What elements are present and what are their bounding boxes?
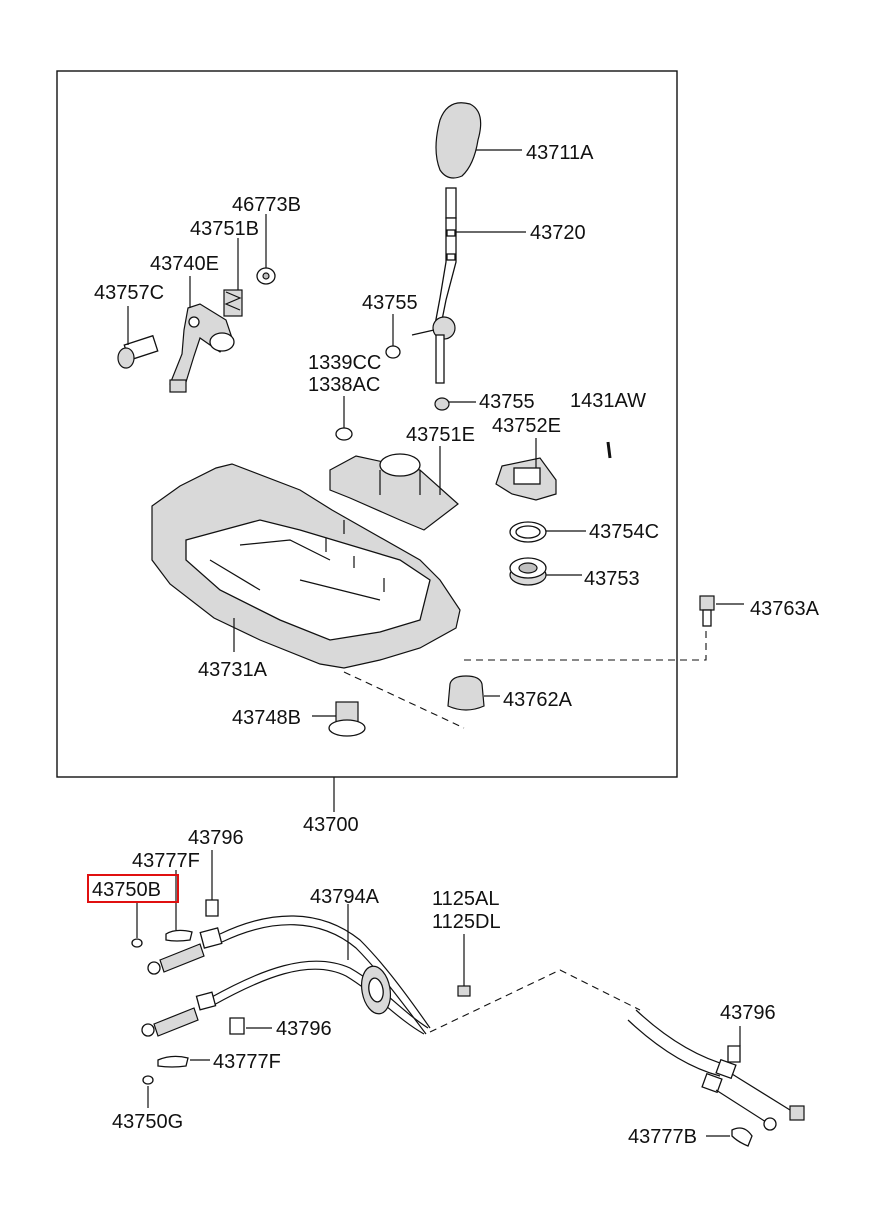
label-43796-middle[interactable]: 43796	[276, 1018, 332, 1040]
detent-spring-drawing	[223, 238, 243, 317]
label-43755-upper[interactable]: 43755	[362, 292, 418, 314]
shift-cable-upper-drawing	[147, 915, 431, 1035]
label-43757C[interactable]: 43757C	[94, 282, 164, 304]
shift-lever-bracket-drawing	[169, 276, 235, 393]
pin-1431AW-drawing	[606, 441, 612, 459]
assembly-frame-43700	[56, 70, 678, 778]
label-43777F-lower[interactable]: 43777F	[213, 1051, 281, 1073]
label-43711A[interactable]: 43711A	[526, 142, 594, 164]
label-43731A[interactable]: 43731A	[198, 659, 268, 681]
label-43740E[interactable]: 43740E	[150, 253, 219, 275]
label-43755-lower[interactable]: 43755	[479, 391, 535, 413]
clip-43777B-drawing	[706, 1127, 753, 1147]
label-43777F-upper[interactable]: 43777F	[132, 850, 200, 872]
label-43750B[interactable]: 43750B	[92, 879, 161, 901]
pin-43757C-drawing	[117, 306, 159, 369]
label-1431AW[interactable]: 1431AW	[570, 390, 646, 412]
shift-knob-drawing	[435, 102, 522, 179]
bolt-43763A-drawing	[699, 595, 744, 627]
clip-43777F-lower-drawing	[157, 1055, 210, 1068]
grommet-43762A-drawing	[447, 675, 500, 711]
ring-43754C-drawing	[509, 521, 586, 543]
bushing-43755-lower-drawing	[434, 397, 476, 411]
bushing-43755-upper-drawing	[385, 314, 401, 359]
bolt-1125AL-drawing	[457, 934, 471, 997]
cable-break-line	[429, 969, 641, 1033]
nut-43753-drawing	[509, 557, 582, 586]
highlight-box-43750B	[87, 874, 179, 903]
cable-far-end-drawing	[627, 1009, 805, 1131]
label-46773B[interactable]: 46773B	[232, 194, 301, 216]
label-43720[interactable]: 43720	[530, 222, 586, 244]
clip-43796c-drawing	[727, 1026, 741, 1063]
spring-pin-drawing	[256, 214, 276, 285]
label-1339CC[interactable]: 1339CC	[308, 352, 381, 374]
label-43794A[interactable]: 43794A	[310, 886, 380, 908]
label-43750G[interactable]: 43750G	[112, 1111, 183, 1133]
shift-lever-drawing	[411, 187, 526, 384]
detent-plate-43752E-drawing	[495, 438, 557, 501]
clip-43796b-drawing	[229, 1017, 272, 1035]
clip-43796a-drawing	[205, 850, 219, 917]
cable-grommet-43794A-drawing	[347, 904, 392, 1015]
label-43754C[interactable]: 43754C	[589, 521, 659, 543]
label-1125DL[interactable]: 1125DL	[432, 911, 501, 933]
bushing-43748B-drawing	[312, 701, 366, 737]
label-43748B[interactable]: 43748B	[232, 707, 301, 729]
label-43751B[interactable]: 43751B	[190, 218, 259, 240]
base-housing-43731A-drawing	[151, 463, 461, 669]
nut-1339CC-drawing	[335, 396, 353, 441]
label-43752E[interactable]: 43752E	[492, 415, 561, 437]
washer-43750G-drawing	[142, 1075, 154, 1108]
select-cable-lower-drawing	[141, 960, 429, 1037]
clip-43777F-upper-drawing	[165, 870, 193, 942]
label-43796-upper[interactable]: 43796	[188, 827, 244, 849]
label-43753[interactable]: 43753	[584, 568, 640, 590]
bracket-43751E-drawing	[329, 446, 459, 531]
washer-43750B-drawing	[131, 902, 143, 948]
label-43700[interactable]: 43700	[303, 814, 359, 836]
label-43763A[interactable]: 43763A	[750, 598, 820, 620]
label-1125AL[interactable]: 1125AL	[432, 888, 499, 910]
label-1338AC[interactable]: 1338AC	[308, 374, 380, 396]
label-43762A[interactable]: 43762A	[503, 689, 573, 711]
label-43751E[interactable]: 43751E	[406, 424, 475, 446]
label-43796-right[interactable]: 43796	[720, 1002, 776, 1024]
label-43777B[interactable]: 43777B	[628, 1126, 697, 1148]
